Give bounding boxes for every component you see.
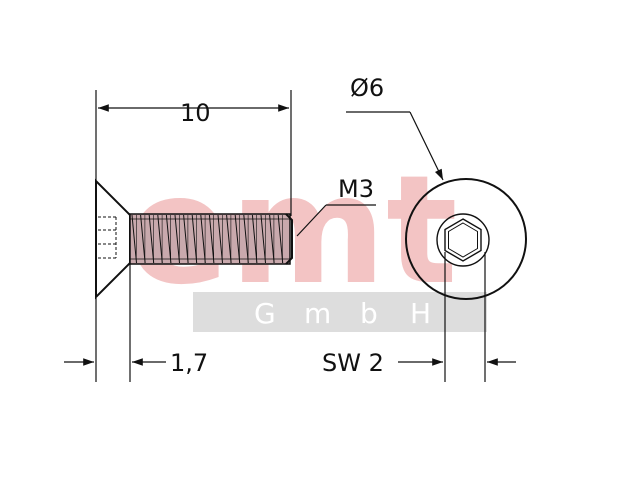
thread-flank xyxy=(217,214,223,264)
thread-flank xyxy=(148,214,155,264)
watermark-letter-h: H xyxy=(410,297,431,330)
thread-flank xyxy=(243,214,249,264)
watermark: emt G m b H xyxy=(128,144,487,332)
socket-circle xyxy=(436,213,490,267)
watermark-band xyxy=(193,292,487,332)
thread-flank xyxy=(200,214,206,264)
thread-flank xyxy=(234,214,241,264)
dimension-head-height-label: 1,7 xyxy=(170,349,208,377)
thread-flank xyxy=(140,214,146,264)
thread-lines xyxy=(131,214,284,264)
screw-side-view xyxy=(95,178,293,300)
dimension-socket-label: SW 2 xyxy=(322,349,384,377)
dimension-socket: SW 2 xyxy=(322,252,516,382)
dimension-length-label: 10 xyxy=(180,99,211,127)
thread-flank xyxy=(277,214,284,264)
thread-flank xyxy=(183,214,189,264)
dimension-thread-label: M3 xyxy=(338,175,374,203)
thread-end xyxy=(285,213,293,265)
hex-socket-inner xyxy=(448,222,478,258)
dimension-head-diameter: Ø6 xyxy=(346,74,444,181)
screw-head-circle xyxy=(405,178,527,300)
thread-flank xyxy=(208,214,215,264)
watermark-letter-g: G xyxy=(254,297,276,330)
thread-flank xyxy=(165,214,172,264)
hex-socket-outer xyxy=(444,218,482,262)
dimension-head-diameter-label: Ø6 xyxy=(350,74,384,102)
watermark-letter-m: m xyxy=(304,297,331,330)
thread-flank xyxy=(269,214,275,264)
thread-flank xyxy=(131,214,137,264)
dimension-thread: M3 xyxy=(296,175,376,237)
screw-head-outline xyxy=(95,178,131,300)
thread-flank xyxy=(174,214,180,264)
socket-hidden-lines xyxy=(98,216,117,259)
watermark-letter-b: b xyxy=(360,297,378,330)
thread-flank xyxy=(251,214,258,264)
dimension-length: 10 xyxy=(95,90,292,216)
thread-flank xyxy=(191,214,198,264)
thread-flank xyxy=(226,214,232,264)
screw-end-view xyxy=(405,178,527,300)
thread-flank xyxy=(157,214,163,264)
thread-flank xyxy=(260,214,266,264)
dimension-head-height: 1,7 xyxy=(64,264,208,382)
